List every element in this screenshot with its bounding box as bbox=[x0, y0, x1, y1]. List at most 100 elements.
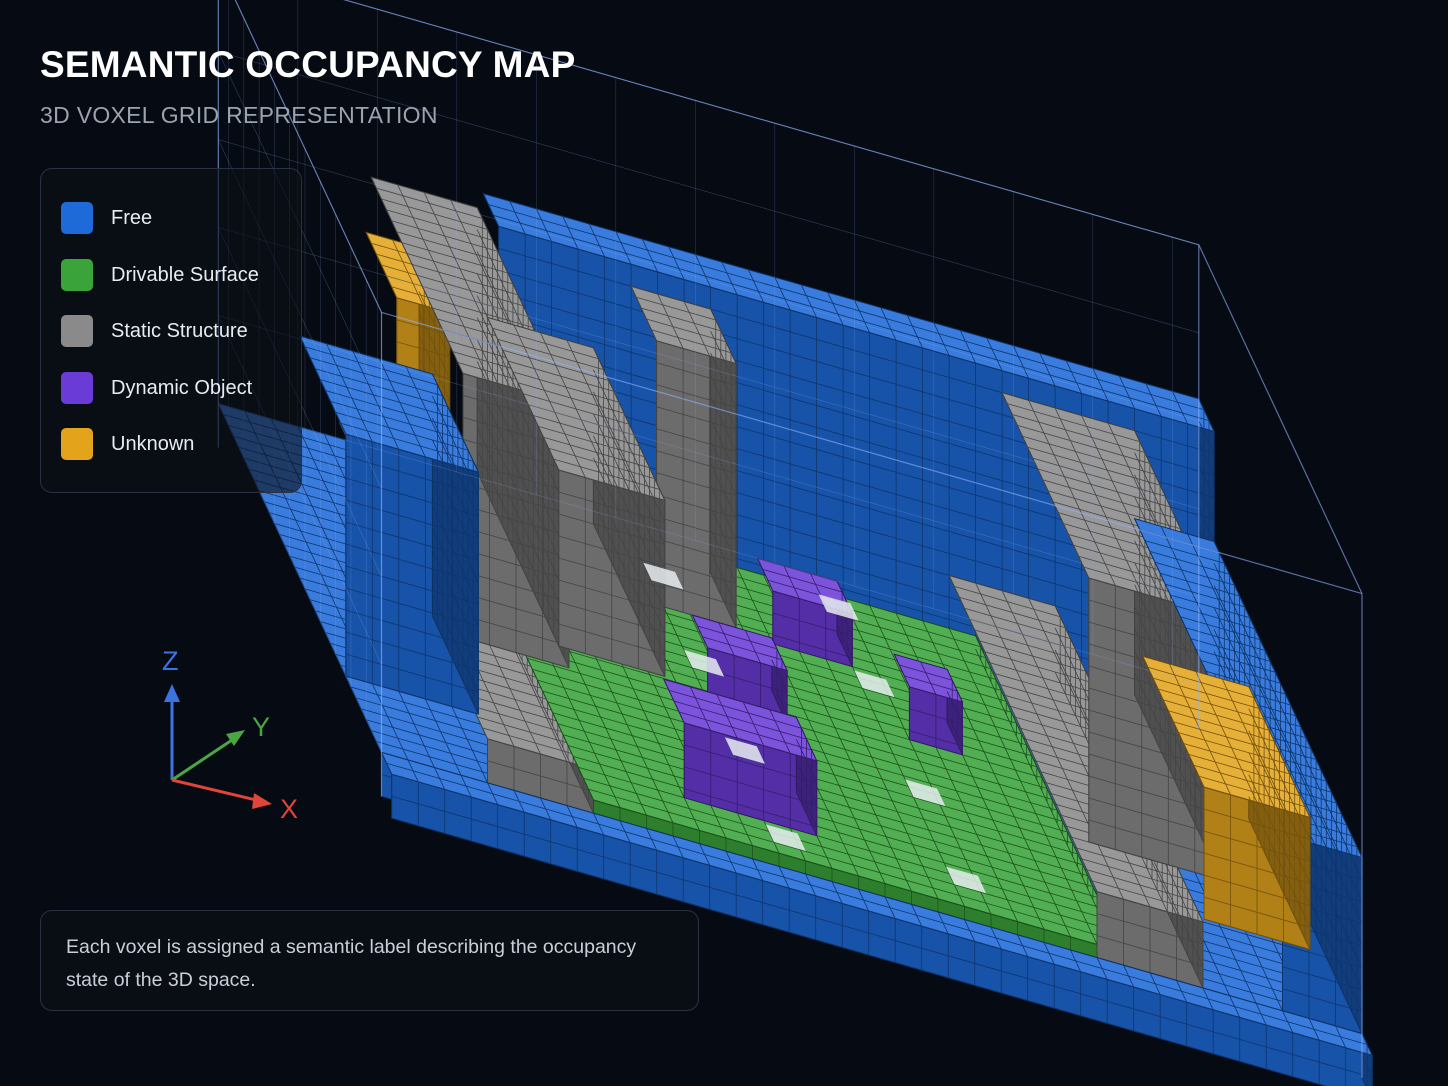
voxel-edge bbox=[678, 711, 812, 751]
voxel-edge bbox=[771, 681, 788, 715]
cage-line bbox=[1198, 244, 1363, 594]
legend-label: Static Structure bbox=[111, 319, 248, 342]
legend-item-drivable-surface: Drivable Surface bbox=[61, 259, 259, 291]
voxel-edge bbox=[558, 557, 665, 589]
voxel-edge bbox=[345, 565, 479, 605]
voxel-edge bbox=[432, 395, 479, 495]
voxel-edge bbox=[482, 193, 499, 227]
voxel-edge bbox=[462, 461, 570, 493]
voxel-edge bbox=[1007, 403, 1140, 442]
voxel-edge bbox=[462, 615, 570, 647]
y-axis-line bbox=[171, 738, 233, 782]
voxel-edge bbox=[482, 727, 589, 759]
voxel-edge bbox=[869, 605, 1018, 922]
voxel-edge bbox=[1157, 688, 1265, 720]
voxel-edge bbox=[641, 239, 658, 273]
voxel-edge bbox=[509, 201, 526, 235]
voxel-edge bbox=[391, 220, 498, 252]
dynamic-object-swatch-icon bbox=[61, 372, 93, 404]
voxel-edge bbox=[462, 439, 570, 471]
voxel-edge bbox=[668, 246, 685, 280]
voxel-edge bbox=[1180, 616, 1261, 640]
voxel-edge bbox=[562, 216, 579, 250]
voxel-edge bbox=[432, 571, 479, 671]
voxel-edge bbox=[1282, 988, 1363, 1012]
z-axis-label: Z bbox=[162, 646, 179, 676]
x-axis-arrow-icon bbox=[252, 793, 272, 809]
cage-line bbox=[218, 51, 1199, 334]
lane-marking bbox=[684, 650, 725, 677]
voxel-edge bbox=[762, 568, 843, 593]
voxel-edge bbox=[656, 362, 737, 386]
voxel-edge bbox=[656, 582, 737, 606]
voxel-edge bbox=[345, 675, 479, 715]
voxel-edge bbox=[933, 322, 950, 356]
voxel-edge bbox=[656, 560, 737, 584]
voxel-edge bbox=[954, 586, 1061, 618]
voxel-edge bbox=[345, 433, 479, 473]
voxel-edge bbox=[710, 528, 737, 584]
voxel-edge bbox=[376, 187, 483, 219]
voxel-edge bbox=[1118, 375, 1135, 409]
static-structure-swatch-icon bbox=[61, 315, 93, 347]
dynamic-object-car-1 bbox=[662, 678, 818, 837]
voxel-edge bbox=[1195, 649, 1276, 673]
voxel-edge bbox=[694, 254, 711, 288]
voxel-edge bbox=[656, 494, 737, 518]
voxel-edge bbox=[1145, 383, 1162, 417]
voxel-edge bbox=[1203, 896, 1311, 928]
voxel-edge bbox=[1096, 935, 1204, 967]
voxel-edge bbox=[345, 521, 479, 561]
voxel-edge bbox=[583, 777, 1114, 931]
voxel-edge bbox=[1091, 880, 1199, 912]
voxel-edge bbox=[909, 686, 963, 703]
voxel-edge bbox=[1088, 775, 1222, 815]
unknown-swatch-icon bbox=[61, 428, 93, 460]
voxel-edge bbox=[1042, 479, 1176, 519]
voxel-edge bbox=[783, 565, 800, 599]
voxel-edge bbox=[1017, 425, 1151, 464]
voxel-edge bbox=[646, 318, 727, 343]
voxel-edge bbox=[1203, 808, 1311, 840]
voxel-edge bbox=[1198, 508, 1215, 542]
dynamic-object-car-4 bbox=[893, 653, 964, 756]
voxel-edge bbox=[1047, 490, 1181, 530]
voxel-edge bbox=[1165, 583, 1245, 608]
voxel-edge bbox=[1190, 638, 1271, 662]
voxel-edge bbox=[948, 628, 1098, 945]
voxel-edge bbox=[462, 571, 570, 603]
voxel-edge bbox=[1012, 345, 1029, 379]
voxel-edge bbox=[381, 198, 488, 230]
voxel-edge bbox=[1092, 368, 1109, 402]
voxel-edge bbox=[502, 349, 609, 381]
lane-marking bbox=[818, 594, 859, 621]
voxel-edge bbox=[994, 673, 1102, 705]
voxel-edge bbox=[1065, 360, 1082, 394]
voxel-edge bbox=[959, 330, 976, 364]
voxel-edge bbox=[345, 587, 479, 627]
voxel-edge bbox=[512, 371, 620, 403]
voxel-edge bbox=[673, 700, 807, 740]
voxel-edge bbox=[487, 738, 594, 770]
voxel-edge bbox=[641, 307, 721, 332]
voxel-edge bbox=[396, 231, 503, 263]
voxel-edge bbox=[656, 538, 737, 562]
voxel-edge bbox=[1173, 721, 1280, 753]
voxel-edge bbox=[422, 285, 529, 317]
voxel-edge bbox=[1088, 797, 1222, 837]
voxel-edge bbox=[299, 335, 347, 435]
voxel-edge bbox=[345, 653, 479, 693]
voxel-edge bbox=[1149, 551, 1230, 575]
page-subtitle: 3D VOXEL GRID REPRESENTATION bbox=[40, 102, 438, 128]
static-structure-back-pillar bbox=[630, 285, 738, 629]
page-title: SEMANTIC OCCUPANCY MAP bbox=[40, 44, 576, 85]
voxel-edge bbox=[1200, 660, 1281, 684]
voxel-edge bbox=[1096, 891, 1204, 923]
voxel-edge bbox=[1163, 699, 1270, 731]
voxel-edge bbox=[1170, 594, 1250, 619]
voxel-edge bbox=[1081, 415, 1169, 601]
legend-item-unknown: Unknown bbox=[61, 428, 194, 460]
voxel-edge bbox=[462, 505, 570, 537]
voxel-edge bbox=[345, 477, 479, 517]
